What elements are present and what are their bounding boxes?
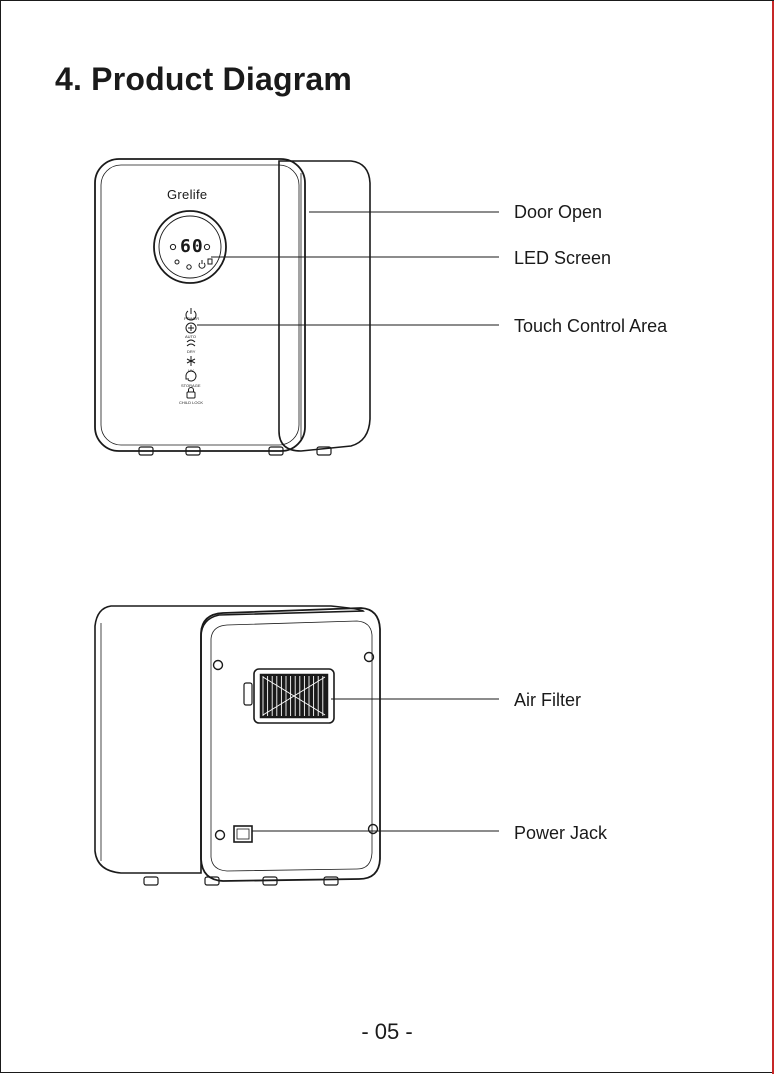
button-caption-uv: UV [188,368,194,373]
callout-led-screen: LED Screen [514,248,611,268]
button-caption-child-lock: CHILD LOCK [179,400,203,405]
callout-air-filter: Air Filter [514,690,581,710]
callout-touch-control-area: Touch Control Area [514,316,667,336]
button-caption-auto: AUTO [185,334,196,339]
button-caption-power: POWER [184,316,199,321]
back-side-panel [95,606,363,873]
callout-door-open: Door Open [514,202,602,222]
button-caption-dry: DRY [187,349,195,354]
auto-icon [186,323,196,333]
page-number: - 05 - [1,1019,773,1045]
front-main-body [95,159,305,451]
uv-icon [187,356,195,366]
callout-power-jack: Power Jack [514,823,607,843]
back-main-body [201,608,380,881]
child-lock-icon [187,388,195,399]
back-callout-lines [252,699,499,831]
air-filter-grille [244,669,334,723]
led-digits: 60 [180,236,204,257]
button-caption-storage: STORAGE [181,383,201,388]
dry-icon [187,340,195,346]
front-callout-lines [197,212,499,325]
brand-logo-text: Grelife [167,187,207,202]
front-side-panel [279,161,370,451]
